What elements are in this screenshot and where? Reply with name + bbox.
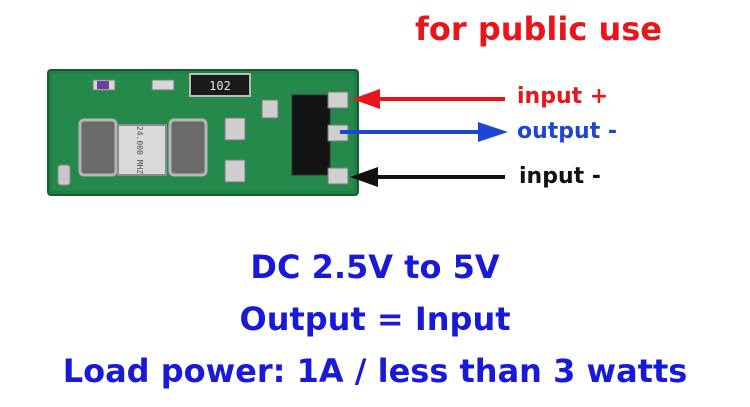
crystal-component	[117, 124, 167, 176]
crystal-marking: 24.000 MHZ	[135, 126, 144, 174]
pin-label-input-minus: input -	[519, 164, 601, 189]
resistor-marking: 102	[209, 79, 231, 93]
spec-load-power: Load power: 1A / less than 3 watts	[62, 352, 688, 390]
ic-chip	[291, 94, 331, 176]
spec-output-input: Output = Input	[239, 300, 511, 338]
pcb-module-image: 102 24.000 MHZ	[47, 69, 508, 196]
headline-title: for public use	[415, 10, 662, 48]
pin-label-output-minus: output -	[517, 119, 618, 144]
spec-voltage-range: DC 2.5V to 5V	[250, 248, 500, 286]
pin-label-input-plus: input +	[517, 84, 609, 109]
resistor-102	[189, 73, 251, 97]
